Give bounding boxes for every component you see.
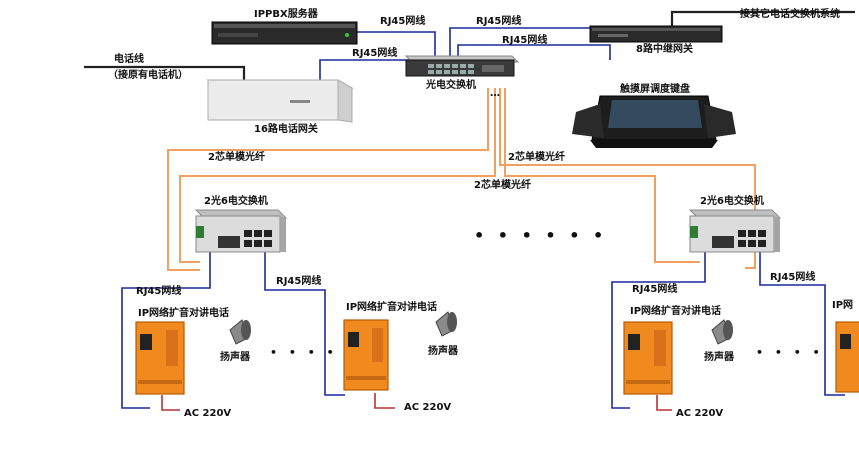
fiber-label-left: 2芯单模光纤 bbox=[208, 152, 265, 163]
more-switches-dots: • • • • • • bbox=[474, 226, 608, 245]
core-optical-switch bbox=[404, 55, 520, 77]
rj45-ippbx-switch bbox=[355, 31, 436, 57]
ac-label-left-2: AC 220V bbox=[404, 402, 452, 413]
rj45-left-phone2 bbox=[264, 248, 345, 396]
ip-phone-right-2 bbox=[835, 321, 859, 393]
more-phones-dots-right: • • • • bbox=[756, 346, 824, 359]
ip-phone-label-left-1: IP网络扩音对讲电话 bbox=[138, 308, 230, 319]
fiber-line-left-outer bbox=[167, 88, 489, 271]
ellipsis-label: … bbox=[490, 88, 500, 99]
rj45-label-gw8: RJ45网线 bbox=[476, 16, 522, 27]
gateway-16-port bbox=[206, 79, 354, 123]
speaker-label-right-1: 扬声器 bbox=[704, 352, 734, 363]
power-right-1 bbox=[656, 395, 672, 411]
gw16-label: 16路电话网关 bbox=[254, 124, 318, 135]
fiber-line-right-inner bbox=[504, 88, 700, 263]
other-system-label: 接其它电话交换机系统 bbox=[740, 9, 840, 20]
gw8-label: 8路中继网关 bbox=[636, 44, 693, 55]
speaker-right-1 bbox=[711, 319, 733, 345]
core-switch-label: 光电交换机 bbox=[426, 80, 476, 91]
ippbx-label: IPPBX服务器 bbox=[254, 9, 318, 20]
existing-phone-label: （接原有电话机） bbox=[108, 70, 188, 81]
rj45-label-left-2: RJ45网线 bbox=[276, 276, 322, 287]
ac-label-left-1: AC 220V bbox=[184, 408, 232, 419]
speaker-label-left-1: 扬声器 bbox=[220, 352, 250, 363]
fiber-label-right: 2芯单模光纤 bbox=[508, 152, 565, 163]
ac-label-right-1: AC 220V bbox=[676, 408, 724, 419]
speaker-left-1 bbox=[229, 319, 251, 345]
rj45-gw8-switch bbox=[449, 27, 590, 57]
rj45-label-ippbx: RJ45网线 bbox=[380, 16, 426, 27]
speaker-left-2 bbox=[435, 311, 457, 337]
switch-right bbox=[688, 209, 782, 253]
phone-line-other-system bbox=[670, 10, 855, 26]
console-label: 触摸屏调度键盘 bbox=[620, 84, 690, 95]
switch-right-label: 2光6电交换机 bbox=[700, 196, 764, 207]
ip-phone-left-1 bbox=[135, 321, 185, 395]
rj45-label-console: RJ45网线 bbox=[502, 35, 548, 46]
rj45-left-phone1 bbox=[121, 245, 211, 409]
fiber-line-left-inner bbox=[179, 88, 496, 263]
rj45-right-phone2 bbox=[759, 248, 845, 396]
rj45-lines bbox=[121, 27, 845, 409]
rj45-label-right-1: RJ45网线 bbox=[632, 284, 678, 295]
rj45-label-left-1: RJ45网线 bbox=[136, 286, 182, 297]
phone-line-label: 电话线 bbox=[114, 54, 144, 65]
fiber-lines bbox=[167, 88, 756, 271]
more-phones-dots-left: • • • • bbox=[270, 346, 338, 359]
gateway-8-port bbox=[589, 25, 723, 43]
speaker-label-left-2: 扬声器 bbox=[428, 346, 458, 357]
power-left-2 bbox=[374, 393, 395, 409]
power-lines bbox=[161, 393, 672, 411]
switch-left bbox=[194, 209, 288, 253]
ip-phone-label-right-2: IP网 bbox=[832, 300, 854, 311]
ip-phone-right-1 bbox=[623, 321, 673, 395]
rj45-right-phone1 bbox=[611, 245, 706, 409]
ip-phone-label-right-1: IP网络扩音对讲电话 bbox=[630, 306, 722, 317]
ippbx-server bbox=[211, 21, 358, 45]
rj45-console-switch bbox=[457, 44, 611, 60]
fiber-line-right-outer bbox=[499, 88, 756, 269]
rj45-label-gw16: RJ45网线 bbox=[352, 48, 398, 59]
power-left-1 bbox=[161, 395, 180, 411]
ip-phone-label-left-2: IP网络扩音对讲电话 bbox=[346, 302, 438, 313]
phone-lines bbox=[84, 10, 855, 80]
touch-console bbox=[572, 95, 736, 148]
ip-phone-left-2 bbox=[343, 319, 389, 391]
switch-left-label: 2光6电交换机 bbox=[204, 196, 268, 207]
fiber-label-mid: 2芯单模光纤 bbox=[474, 180, 531, 191]
rj45-label-right-2: RJ45网线 bbox=[770, 272, 816, 283]
phone-line-existing bbox=[84, 65, 246, 80]
